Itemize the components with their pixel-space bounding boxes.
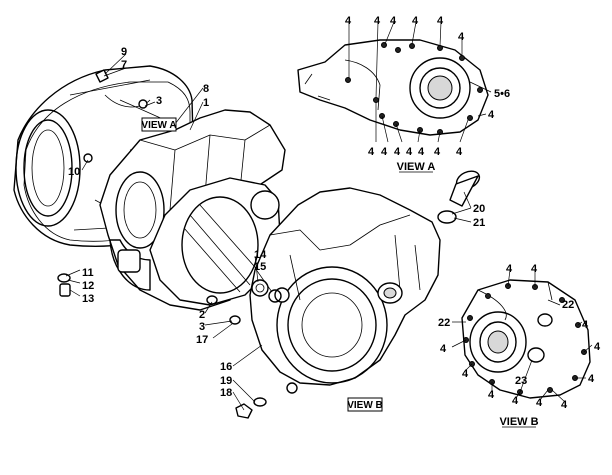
callout-4: 4: [594, 341, 601, 353]
callout-4: 4: [588, 373, 595, 385]
callout-11: 11: [82, 267, 94, 279]
callout-16: 16: [220, 361, 232, 373]
view-b-tag: VIEW B: [347, 397, 383, 412]
fill-plug-cap: [449, 170, 481, 207]
callout-4: 4: [440, 343, 447, 355]
callout-4: 4: [458, 31, 465, 43]
callout-labels: 9 7 3 8 1 10 11 12 13 14 15 2 3 17 16 19…: [68, 15, 601, 411]
callout-4: 4: [582, 319, 589, 331]
callout-12: 12: [82, 280, 94, 292]
callout-4: 4: [488, 389, 495, 401]
callout-4: 4: [394, 146, 401, 158]
seal-14: [251, 279, 269, 297]
callout-22: 22: [562, 299, 574, 311]
washer-12: [57, 273, 71, 283]
callout-3b: 3: [199, 321, 205, 333]
callout-15: 15: [254, 261, 266, 273]
drain-plug-18: [235, 397, 267, 419]
callout-4: 4: [374, 15, 381, 27]
callout-4: 4: [531, 263, 538, 275]
callout-10: 10: [68, 166, 80, 178]
outer-clutch-cover: [249, 187, 441, 394]
callout-19: 19: [220, 375, 232, 387]
callout-4: 4: [512, 395, 519, 407]
callout-4: 4: [381, 146, 388, 158]
callout-4: 4: [406, 146, 413, 158]
callout-22: 22: [438, 317, 450, 329]
callout-4: 4: [536, 397, 543, 409]
callout-4: 4: [561, 399, 568, 411]
callout-21: 21: [473, 217, 485, 229]
callout-4: 4: [412, 15, 419, 27]
leader-lines: [65, 21, 593, 411]
bolt-13: [59, 283, 71, 297]
callout-4: 4: [390, 15, 397, 27]
callout-20: 20: [473, 203, 485, 215]
callout-4: 4: [437, 15, 444, 27]
crankcase-gasket: [149, 177, 281, 306]
bolt-9: [95, 69, 109, 83]
dowel-pins: [206, 295, 241, 325]
view-a-tag: VIEW A: [141, 117, 177, 132]
callout-4: 4: [345, 15, 352, 27]
svg-text:VIEW B: VIEW B: [347, 400, 383, 411]
callout-9: 9: [121, 46, 127, 58]
callout-8: 8: [203, 83, 209, 95]
callout-13: 13: [82, 293, 94, 305]
svg-text:VIEW A: VIEW A: [141, 120, 176, 131]
callout-4: 4: [462, 368, 469, 380]
view-a-cover: [297, 39, 489, 136]
callout-18: 18: [220, 387, 232, 399]
callout-4: 4: [418, 146, 425, 158]
callout-2: 2: [199, 309, 205, 321]
callout-7: 7: [121, 59, 127, 71]
callout-4: 4: [434, 146, 441, 158]
callout-5-6: 5•6: [494, 88, 510, 100]
callout-23: 23: [515, 375, 527, 387]
view-b-title: VIEW B: [499, 416, 538, 428]
callout-4: 4: [488, 109, 495, 121]
callout-14: 14: [254, 249, 267, 261]
view-a-title: VIEW A: [397, 161, 436, 173]
callout-4: 4: [456, 146, 463, 158]
callout-4: 4: [506, 263, 513, 275]
callout-17: 17: [196, 334, 208, 346]
o-ring-21: [437, 210, 457, 224]
callout-4: 4: [368, 146, 375, 158]
o-ring-15: [268, 289, 282, 303]
callout-3: 3: [156, 95, 162, 107]
callout-1: 1: [203, 97, 209, 109]
